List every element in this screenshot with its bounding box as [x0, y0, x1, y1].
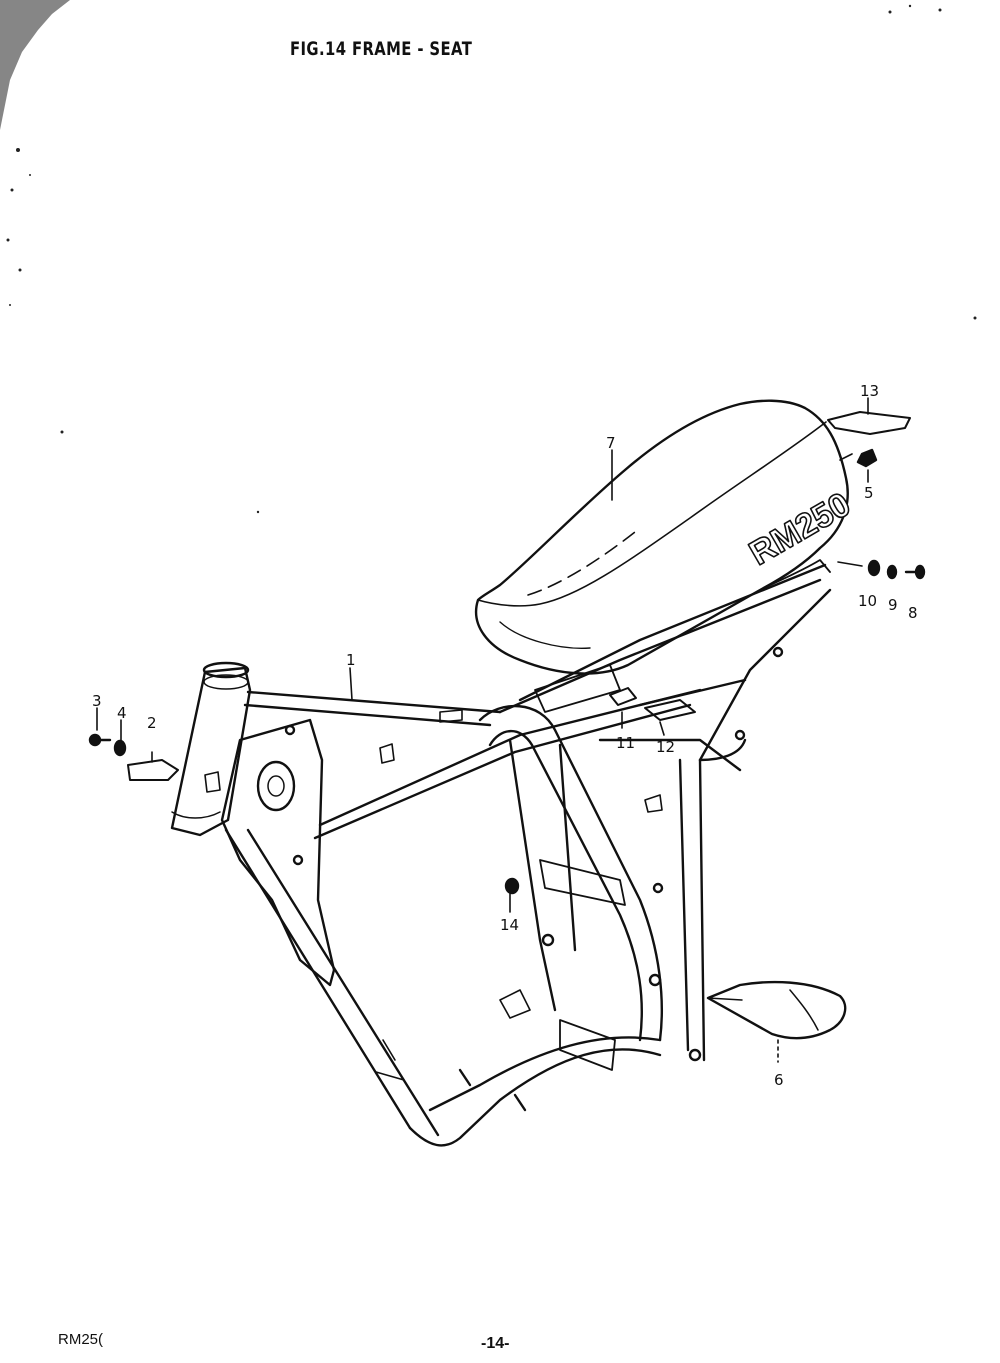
bolt-8 — [904, 564, 926, 580]
figure-title: FIG.14 FRAME - SEAT — [290, 38, 473, 60]
callout-labels: 1 2 3 4 5 6 7 8 9 10 11 12 13 14 — [92, 382, 918, 1089]
callout-11: 11 — [616, 734, 635, 752]
callout-5: 5 — [864, 484, 874, 502]
clamp — [127, 759, 179, 781]
callout-6: 6 — [774, 1071, 784, 1089]
bracket-12 — [644, 699, 696, 721]
frame — [170, 563, 832, 1147]
callout-13: 13 — [860, 382, 879, 400]
callout-9: 9 — [888, 596, 898, 614]
nut-5 — [856, 448, 878, 468]
washer-10 — [867, 559, 881, 577]
washer-9 — [886, 564, 898, 580]
seat-logo-text: RM250 — [743, 485, 857, 573]
callout-8: 8 — [908, 604, 918, 622]
leader-lines — [96, 397, 869, 1063]
callout-7: 7 — [606, 434, 616, 452]
footer-page-number: -14- — [481, 1335, 510, 1352]
callout-3: 3 — [92, 692, 102, 710]
callout-1: 1 — [346, 651, 356, 669]
scan-noise — [0, 0, 977, 514]
callout-14: 14 — [500, 916, 519, 934]
seat: RM250 — [475, 399, 858, 675]
washer-4 — [113, 739, 127, 757]
bolt-3 — [88, 733, 112, 747]
callout-10: 10 — [858, 592, 877, 610]
guard — [706, 980, 847, 1040]
callout-12: 12 — [656, 738, 675, 756]
callout-2: 2 — [147, 714, 157, 732]
callout-4: 4 — [117, 704, 127, 722]
footer-model: RM25( — [58, 1331, 104, 1348]
cushion-13 — [827, 411, 911, 435]
nut-14 — [504, 877, 520, 895]
clip-11 — [609, 687, 637, 706]
